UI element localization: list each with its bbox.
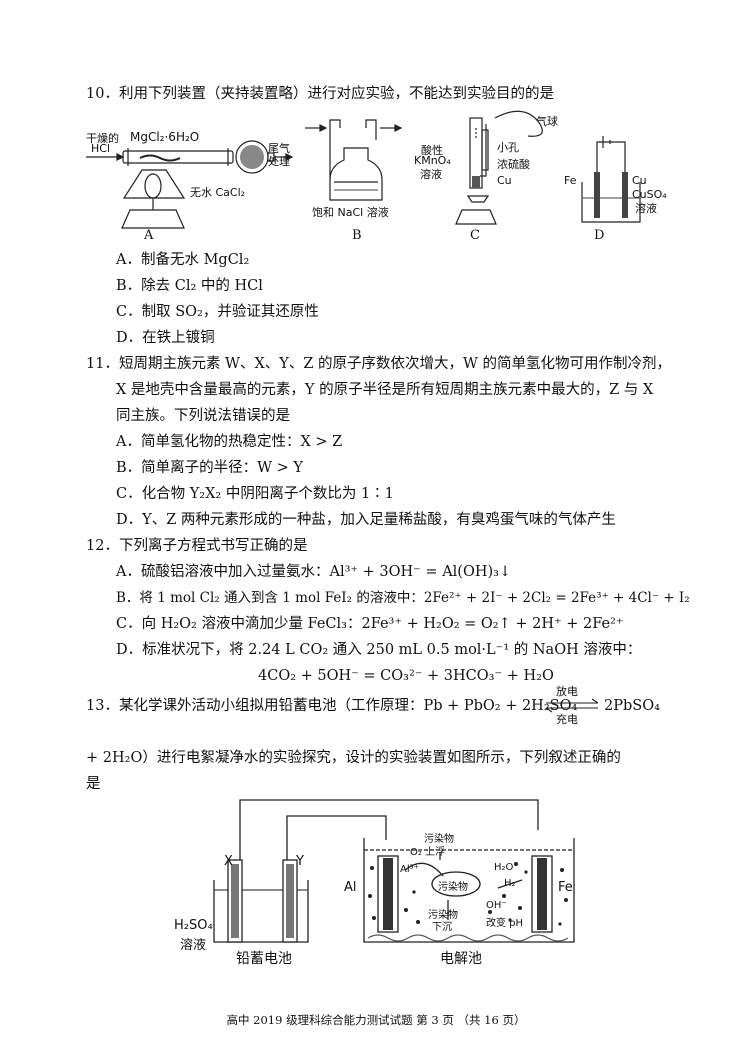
label-sol-c: 溶液	[420, 168, 442, 181]
q10-option-c: C．制取 SO₂，并验证其还原性	[116, 304, 319, 320]
h2-label: H₂	[504, 878, 516, 889]
pollutant-center-label: 污染物	[438, 882, 468, 893]
h2so4-sol-label: 溶液	[180, 938, 207, 953]
pollutant-top-label: 污染物	[424, 834, 454, 845]
q10-stem: 10．利用下列装置（夹持装置略）进行对应实验，不能达到实验目的的是	[86, 86, 554, 102]
oh-label: OH⁻	[486, 900, 507, 911]
q11-option-a: A．简单氢化物的热稳定性：X > Z	[116, 434, 343, 450]
electrode-x-label: X	[224, 854, 233, 869]
q10-option-b: B．除去 Cl₂ 中的 HCl	[116, 278, 263, 294]
label-h2so4: 浓硫酸	[497, 158, 530, 171]
q11-line1: 11．短周期主族元素 W、X、Y、Z 的原子序数依次增大，W 的简单氢化物可用作…	[86, 356, 672, 372]
label-cuso4: CuSO₄	[632, 188, 667, 201]
label-cacl2: 无水 CaCl₂	[190, 186, 246, 199]
label-tail2: 处理	[268, 155, 290, 168]
q10-option-a: A．制备无水 MgCl₂	[116, 252, 250, 268]
q13-line1: 13．某化学课外活动小组拟用铅蓄电池（工作原理：Pb + PbO₂ + 2H₂S…	[86, 698, 578, 714]
label-kmno4: KMnO₄	[414, 154, 451, 167]
fe-electrode-label: Fe	[558, 880, 573, 895]
label-mgcl2: MgCl₂·6H₂O	[130, 130, 200, 144]
q12-option-d: D．标准状况下，将 2.24 L CO₂ 通入 250 mL 0.5 mol·L…	[116, 642, 642, 658]
pollutant-down-label: 污染物	[428, 910, 458, 921]
label-acidic: 酸性	[421, 144, 443, 157]
q13-line3: 是	[86, 776, 101, 792]
q11-option-c: C．化合物 Y₂X₂ 中阴阳离子个数比为 1∶1	[116, 486, 394, 502]
q12-option-b: B．将 1 mol Cl₂ 通入到含 1 mol FeI₂ 的溶液中：2Fe²⁺…	[116, 590, 690, 606]
label-dry: 干燥的	[86, 132, 119, 145]
sink-label: 下沉	[432, 922, 452, 933]
label-cu-c: Cu	[497, 174, 512, 187]
label-tail1: 尾气	[268, 142, 290, 155]
q11-option-d: D．Y、Z 两种元素形成的一种盐，加入足量稀盐酸，有臭鸡蛋气味的气体产生	[116, 512, 616, 528]
label-sol-d: 溶液	[635, 202, 657, 215]
label-cu-d: Cu	[632, 174, 647, 187]
q12-option-d-equation: 4CO₂ + 5OH⁻ = CO₃²⁻ + 3HCO₃⁻ + H₂O	[258, 668, 554, 684]
ph-change-label: 改变 pH	[486, 918, 524, 929]
q10-option-d: D．在铁上镀铜	[116, 330, 215, 346]
label-balloon: 气球	[536, 115, 558, 128]
caption-d: D	[594, 228, 605, 243]
q11-line3: 同主族。下列说法错误的是	[116, 408, 290, 424]
cell-label: 电解池	[440, 951, 482, 967]
al-electrode-label: Al	[344, 880, 357, 895]
arrow-charge-label: 充电	[556, 713, 578, 726]
arrow-discharge-label: 放电	[556, 685, 578, 698]
o2-float-label: O₂ 上浮	[410, 847, 446, 858]
h2o-label: H₂O	[494, 862, 514, 873]
page-footer: 高中 2019 级理科综合能力测试试题 第 3 页 （共 16 页）	[226, 1013, 526, 1027]
q12-stem: 12．下列离子方程式书写正确的是	[86, 538, 308, 554]
h2so4-label: H₂SO₄	[174, 918, 213, 933]
q13-line2: + 2H₂O）进行电絮凝净水的实验探究，设计的实验装置如图所示，下列叙述正确的	[86, 750, 621, 766]
label-hole: 小孔	[497, 141, 519, 154]
caption-a: A	[144, 228, 154, 243]
caption-c: C	[470, 228, 480, 243]
label-nacl: 饱和 NaCl 溶液	[312, 206, 389, 219]
electrode-y-label: Y	[296, 854, 304, 869]
q12-option-c: C．向 H₂O₂ 溶液中滴加少量 FeCl₃：2Fe³⁺ + H₂O₂ = O₂…	[116, 616, 624, 632]
q11-option-b: B．简单离子的半径：W > Y	[116, 460, 303, 476]
battery-label: 铅蓄电池	[236, 951, 292, 967]
q13-line1-post: 2PbSO₄	[604, 698, 660, 714]
al3-ion-label: Al³⁺	[400, 864, 419, 875]
label-hcl: HCl	[91, 142, 111, 155]
q12-option-a: A．硫酸铝溶液中加入过量氨水：Al³⁺ + 3OH⁻ = Al(OH)₃↓	[116, 564, 512, 580]
caption-b: B	[352, 228, 362, 243]
label-fe-d: Fe	[564, 174, 577, 187]
q11-line2: X 是地壳中含量最高的元素，Y 的原子半径是所有短周期主族元素中最大的，Z 与 …	[116, 382, 654, 398]
